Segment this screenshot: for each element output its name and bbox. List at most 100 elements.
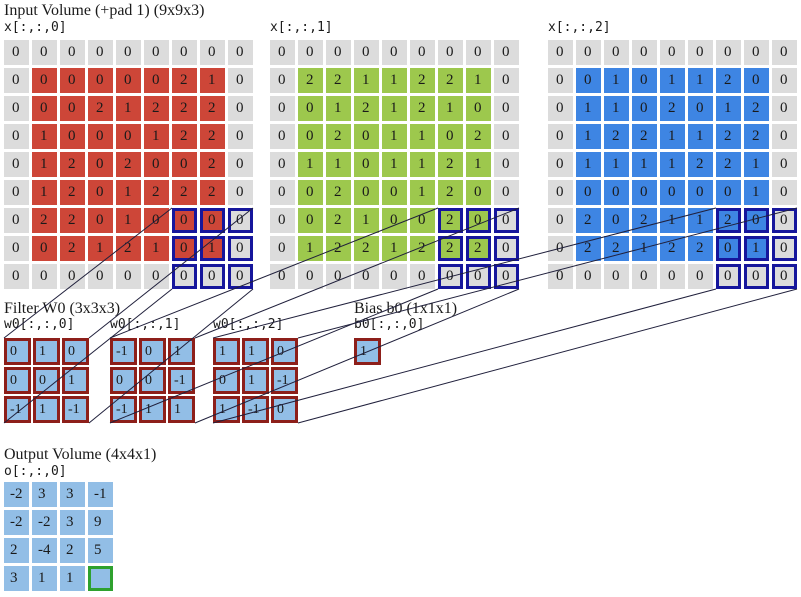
input-cell: 0 <box>60 40 85 65</box>
input-cell: 0 <box>548 208 573 233</box>
input-cell: 0 <box>576 180 601 205</box>
input-cell: 0 <box>144 152 169 177</box>
output-cell: 2 <box>60 538 85 563</box>
input-cell: 0 <box>576 264 601 289</box>
input-cell: 0 <box>88 40 113 65</box>
input-cell: 2 <box>60 180 85 205</box>
input-cell: 0 <box>270 236 295 261</box>
input-cell: 0 <box>144 264 169 289</box>
input-cell: 0 <box>576 40 601 65</box>
input-cell: 0 <box>172 208 197 233</box>
input-cell: 2 <box>688 152 713 177</box>
input-cell: 0 <box>576 68 601 93</box>
input-cell: 0 <box>410 208 435 233</box>
input-cell: 0 <box>548 180 573 205</box>
input-cell: 2 <box>716 68 741 93</box>
input-cell: 0 <box>200 264 225 289</box>
input-cell: 0 <box>772 40 797 65</box>
filter-cell: 0 <box>139 338 166 365</box>
input-cell: 1 <box>744 152 769 177</box>
input-cell: 0 <box>4 68 29 93</box>
input-cell: 0 <box>548 96 573 121</box>
input-cell: 2 <box>144 180 169 205</box>
input-cell: 0 <box>60 124 85 149</box>
output-cell: 9 <box>88 510 113 535</box>
input-cell: 0 <box>494 40 519 65</box>
input-cell: 0 <box>772 152 797 177</box>
input-cell: 1 <box>576 152 601 177</box>
input-cell: 0 <box>172 40 197 65</box>
input-cell: 0 <box>354 40 379 65</box>
output-cell: -2 <box>4 482 29 507</box>
input-cell: 0 <box>744 264 769 289</box>
input-cell: 2 <box>438 208 463 233</box>
input-cell: 2 <box>326 180 351 205</box>
input-cell: 0 <box>604 208 629 233</box>
input-cell: 2 <box>172 180 197 205</box>
input-cell: 0 <box>32 40 57 65</box>
input-cell: 2 <box>716 152 741 177</box>
input-cell: 0 <box>298 96 323 121</box>
input-cell: 1 <box>604 68 629 93</box>
input-cell: 1 <box>200 236 225 261</box>
input-cell: 0 <box>466 96 491 121</box>
input-cell: 2 <box>298 68 323 93</box>
input-cell: 0 <box>494 208 519 233</box>
input-cell: 2 <box>688 236 713 261</box>
input-cell: 1 <box>660 68 685 93</box>
input-cell: 0 <box>466 180 491 205</box>
input-cell: 1 <box>466 152 491 177</box>
input-cell: 0 <box>716 180 741 205</box>
input-cell: 0 <box>298 124 323 149</box>
input-cell: 2 <box>716 124 741 149</box>
input-cell: 0 <box>438 124 463 149</box>
channel-2-label: x[:,:,2] <box>548 20 611 35</box>
input-cell: 2 <box>326 208 351 233</box>
input-cell: 0 <box>200 40 225 65</box>
input-cell: 0 <box>270 264 295 289</box>
input-cell: 0 <box>270 96 295 121</box>
input-cell: 0 <box>228 40 253 65</box>
input-cell: 0 <box>772 208 797 233</box>
input-cell: 0 <box>382 208 407 233</box>
filter-cell: 1 <box>213 396 240 423</box>
input-cell: 0 <box>716 264 741 289</box>
input-cell: 0 <box>4 40 29 65</box>
input-cell: 0 <box>716 40 741 65</box>
input-cell: 1 <box>688 68 713 93</box>
filter-title: Filter W0 (3x3x3) <box>4 300 121 317</box>
input-cell: 2 <box>660 236 685 261</box>
input-cell: 0 <box>270 180 295 205</box>
input-cell: 0 <box>604 264 629 289</box>
channel-0-label: x[:,:,0] <box>4 20 67 35</box>
bias-label: b0[:,:,0] <box>354 317 425 332</box>
input-cell: 0 <box>32 68 57 93</box>
input-cell: 0 <box>88 152 113 177</box>
input-cell: 2 <box>200 180 225 205</box>
input-cell: 2 <box>744 124 769 149</box>
filter-cell: -1 <box>4 396 31 423</box>
filter-cell: 1 <box>168 396 195 423</box>
input-cell: 0 <box>772 68 797 93</box>
input-cell: 1 <box>688 124 713 149</box>
input-cell: 1 <box>32 124 57 149</box>
input-cell: 2 <box>604 236 629 261</box>
input-cell: 0 <box>298 180 323 205</box>
output-cell: 3 <box>60 482 85 507</box>
input-cell: 0 <box>688 264 713 289</box>
input-cell: 2 <box>410 96 435 121</box>
input-cell: 0 <box>4 208 29 233</box>
input-cell: 0 <box>410 264 435 289</box>
input-cell: 1 <box>660 152 685 177</box>
input-cell: 2 <box>438 236 463 261</box>
input-cell: 0 <box>298 264 323 289</box>
input-cell: 0 <box>32 96 57 121</box>
input-cell: 1 <box>660 124 685 149</box>
input-cell: 0 <box>744 40 769 65</box>
input-cell: 0 <box>116 264 141 289</box>
input-cell: 1 <box>116 180 141 205</box>
input-cell: 0 <box>354 264 379 289</box>
input-cell: 1 <box>144 236 169 261</box>
output-cell: 2 <box>4 538 29 563</box>
input-cell: 2 <box>438 152 463 177</box>
